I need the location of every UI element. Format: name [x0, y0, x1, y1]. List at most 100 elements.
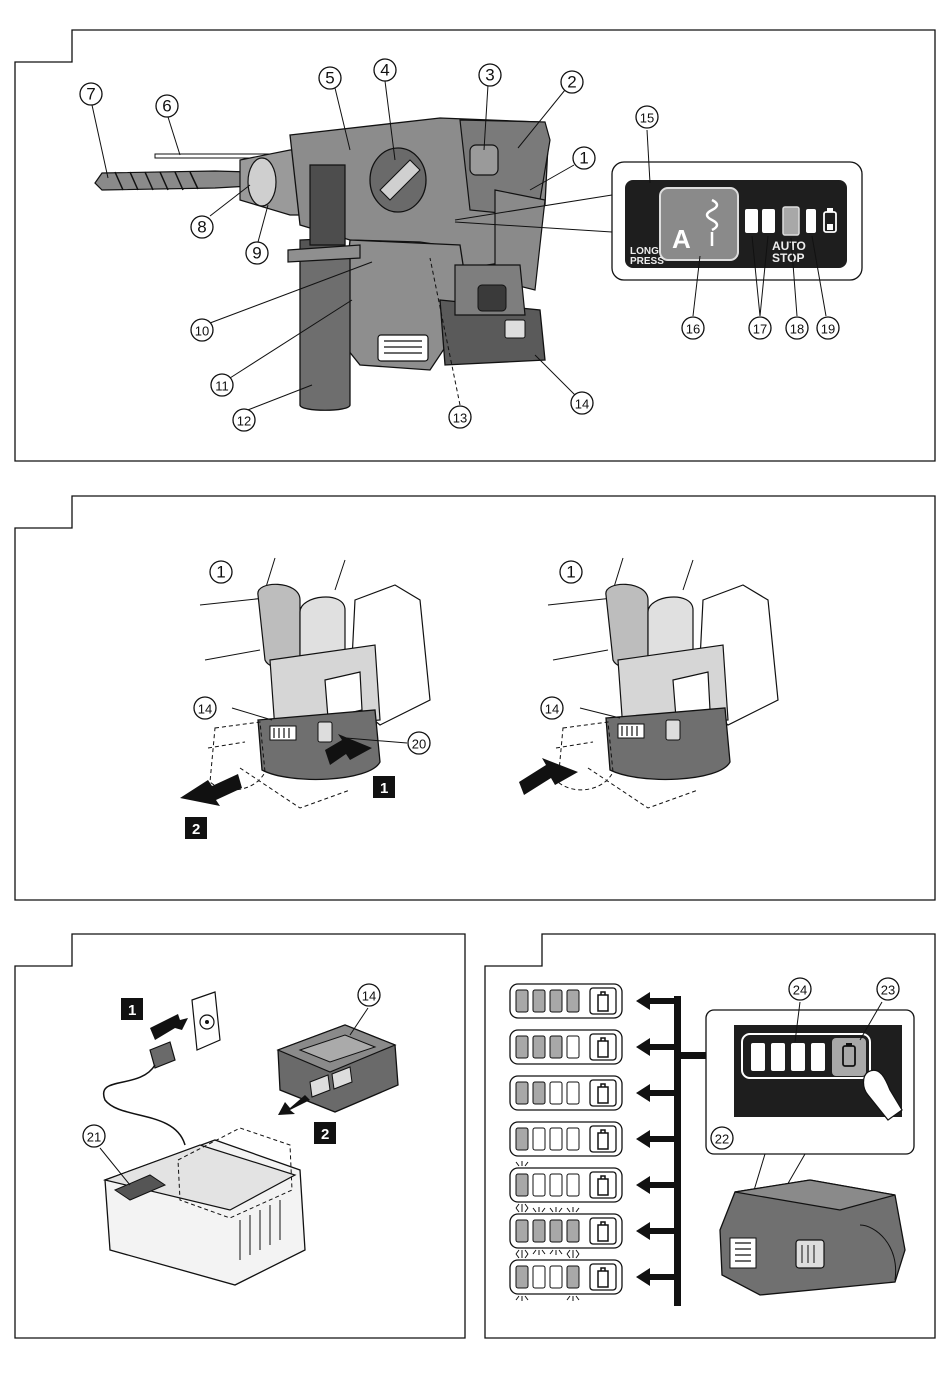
callout-number: 14: [575, 397, 589, 412]
callout-14: 14: [194, 697, 216, 719]
battery-warning-led: [806, 209, 816, 233]
level-segment: [550, 1266, 562, 1288]
auto-stop-led: [783, 207, 799, 235]
callout-7: 7: [80, 83, 102, 105]
arrow-left-icon: [636, 1222, 676, 1240]
callout-13: 13: [449, 406, 471, 428]
callout-2: 2: [561, 71, 583, 93]
indicator-led-3: [791, 1043, 805, 1071]
level-segment: [567, 1266, 579, 1288]
callout-15: 15: [636, 106, 658, 128]
step-badge-2: 2: [185, 817, 207, 839]
callout-number: 20: [412, 737, 426, 752]
speed-led-2: [762, 209, 775, 233]
callout-23: 23: [877, 978, 899, 1000]
level-segment: [533, 1128, 545, 1150]
callout-19: 19: [817, 317, 839, 339]
callout-11: 11: [211, 374, 233, 396]
battery-insertion-illustration: [519, 558, 778, 808]
mode-letter: A: [672, 224, 691, 254]
level-segment: [516, 1266, 528, 1288]
callout-number: 17: [753, 322, 767, 337]
callout-number: 5: [325, 69, 334, 88]
callout-number: 3: [485, 66, 494, 85]
battery-level-list: [510, 984, 676, 1301]
level-segment: [550, 1036, 562, 1058]
level-segment: [533, 1082, 545, 1104]
level-segment: [567, 1036, 579, 1058]
callout-number: 1: [579, 149, 588, 168]
callout-number: 8: [197, 218, 206, 237]
callout-number: 14: [545, 702, 559, 717]
callout-5: 5: [319, 67, 341, 89]
callout-number: 16: [686, 322, 700, 337]
battery-level-row: [510, 984, 676, 1018]
level-segment: [567, 1220, 579, 1242]
charger-step-1-label: 1: [128, 1002, 136, 1019]
callout-number: 7: [86, 85, 95, 104]
callout-number: 11: [215, 379, 229, 394]
level-segment: [550, 1220, 562, 1242]
level-segment: [550, 1082, 562, 1104]
step-1-label: 1: [380, 780, 388, 797]
level-segment: [550, 1174, 562, 1196]
arrow-left-icon: [636, 1268, 676, 1286]
charger-illustration: [100, 992, 398, 1285]
callout-17: 17: [749, 317, 771, 339]
callout-number: 1: [216, 563, 225, 582]
battery-level-row: [510, 1076, 676, 1110]
callout-16: 16: [682, 317, 704, 339]
callout-number: 19: [821, 322, 835, 337]
callout-14: 14: [571, 392, 593, 414]
level-segment: [533, 1174, 545, 1196]
callout-3: 3: [479, 64, 501, 86]
level-segment: [550, 990, 562, 1012]
figure-2-frame: [15, 496, 935, 900]
level-segment: [516, 1128, 528, 1150]
level-segment: [516, 990, 528, 1012]
indicator-led-4: [811, 1043, 825, 1071]
level-segment: [533, 1220, 545, 1242]
battery-level-row: [510, 1207, 676, 1255]
battery-removal-illustration: [180, 558, 430, 808]
callout-number: 2: [567, 73, 576, 92]
battery-level-row: [510, 1030, 676, 1064]
level-segment: [516, 1220, 528, 1242]
battery-level-row: [510, 1253, 676, 1301]
drill-bit: [95, 171, 250, 190]
indicator-led-1: [751, 1043, 765, 1071]
callout-number: 1: [566, 563, 575, 582]
level-segment: [533, 1036, 545, 1058]
callout-number: 9: [252, 244, 261, 263]
callout-number: 24: [793, 983, 807, 998]
level-segment: [533, 990, 545, 1012]
callout-number: 12: [237, 414, 251, 429]
callout-number: 10: [195, 324, 209, 339]
callout-number: 14: [362, 989, 376, 1004]
hammer-drill: [240, 118, 550, 410]
callout-1: 1: [560, 561, 582, 583]
level-segment: [567, 1174, 579, 1196]
callout-4: 4: [374, 59, 396, 81]
callout-6: 6: [156, 95, 178, 117]
callout-20: 20: [408, 732, 430, 754]
arrow-left-icon: [636, 992, 676, 1010]
level-segment: [516, 1082, 528, 1104]
level-segment: [516, 1036, 528, 1058]
callout-1: 1: [573, 147, 595, 169]
arrow-left-icon: [636, 1130, 676, 1148]
arrow-left-icon: [636, 1038, 676, 1056]
level-segment: [567, 1128, 579, 1150]
level-segment: [567, 990, 579, 1012]
charger-step-2-label: 2: [321, 1126, 329, 1143]
callout-number: 14: [198, 702, 212, 717]
callout-number: 13: [453, 411, 467, 426]
charger-step-badge-2: 2: [314, 1122, 336, 1144]
callout-22: 22: [711, 1127, 733, 1149]
callout-number: 22: [715, 1132, 729, 1147]
arrow-left-icon: [636, 1084, 676, 1102]
level-segment: [550, 1128, 562, 1150]
speed-led-1: [745, 209, 758, 233]
callout-12: 12: [233, 409, 255, 431]
